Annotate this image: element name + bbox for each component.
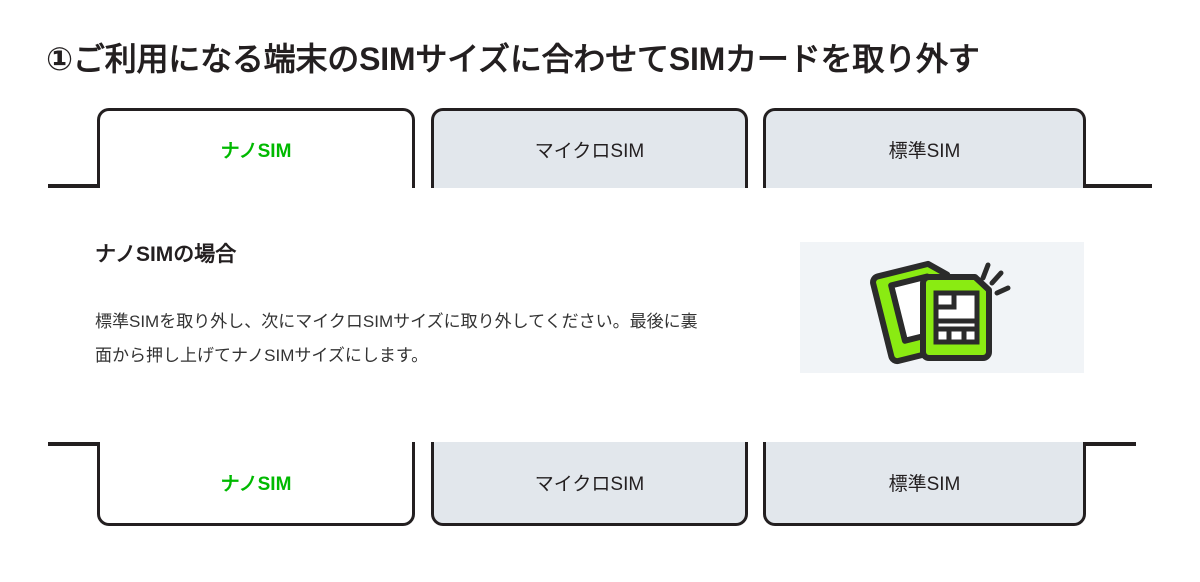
tab-top-standard-sim-label: 標準SIM (888, 141, 961, 162)
tab-rule-right (1082, 184, 1152, 188)
tab-top-micro-sim[interactable]: マイクロSIM (431, 108, 748, 188)
tab-top-standard-sim[interactable]: 標準SIM (763, 108, 1086, 188)
tab-bottom-nano-sim-label: ナノSIM (220, 474, 292, 495)
tab-bottom-micro-sim-label: マイクロSIM (534, 474, 645, 495)
tab-panel-nano-sim: ナノSIMの場合 標準SIMを取り外し、次にマイクロSIMサイズに取り外してくだ… (0, 190, 1200, 436)
pop-motion-lines (980, 262, 1011, 295)
sim-card-popout-illustration (800, 242, 1084, 373)
sim-size-tabs-bottom: ナノSIM マイクロSIM 標準SIM (0, 438, 1200, 530)
page-title: ①ご利用になる端末のSIMサイズに合わせてSIMカードを取り外す (46, 41, 980, 78)
tab-rule-bottom-left (48, 442, 104, 446)
tab-bottom-micro-sim[interactable]: マイクロSIM (431, 442, 748, 526)
panel-body-text: 標準SIMを取り外し、次にマイクロSIMサイズに取り外してください。最後に裏面か… (95, 312, 698, 365)
tab-bottom-standard-sim-label: 標準SIM (888, 474, 961, 495)
tab-rule-bottom-right (1082, 442, 1136, 446)
sim-contact-lines (933, 290, 980, 344)
tab-top-micro-sim-label: マイクロSIM (534, 141, 645, 162)
sim-size-tabs-top: ナノSIM マイクロSIM 標準SIM (0, 104, 1200, 194)
tab-bottom-standard-sim[interactable]: 標準SIM (763, 442, 1086, 526)
tab-top-nano-sim[interactable]: ナノSIM (97, 108, 415, 192)
tab-bottom-nano-sim[interactable]: ナノSIM (97, 438, 415, 526)
panel-heading: ナノSIMの場合 (95, 243, 237, 266)
tab-top-nano-sim-label: ナノSIM (220, 141, 292, 162)
tab-rule-left (48, 184, 104, 188)
